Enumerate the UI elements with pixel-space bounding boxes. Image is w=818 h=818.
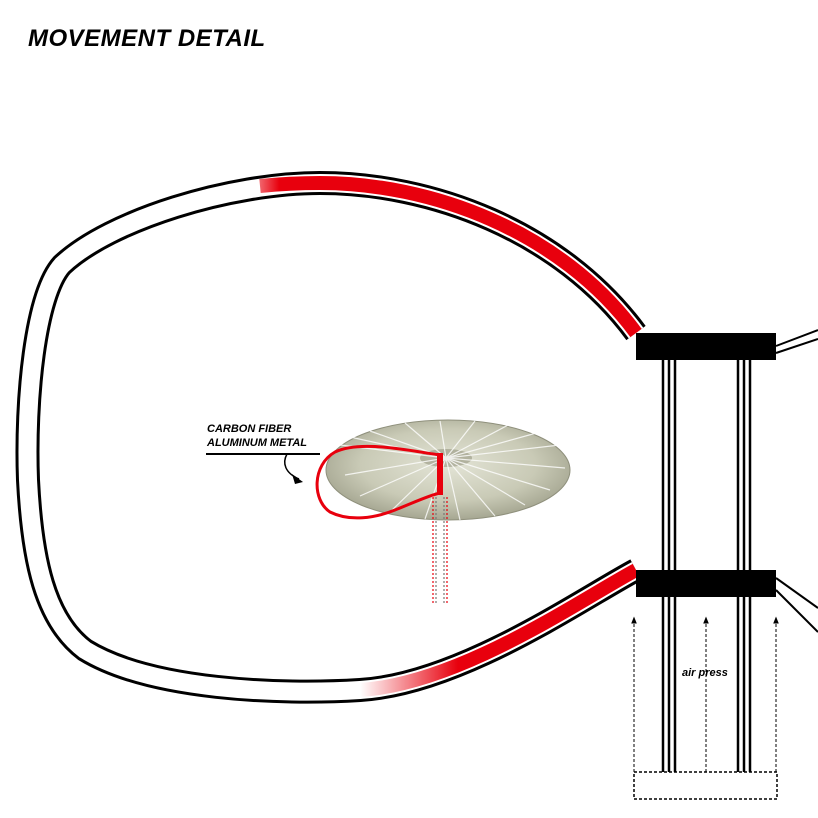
air-press-base <box>633 771 778 800</box>
material-label-arrow <box>284 453 300 480</box>
right-connector-upper <box>775 329 818 354</box>
torus-bearing <box>315 419 571 521</box>
torus-shaft <box>432 497 448 604</box>
outer-shell <box>15 171 646 704</box>
cross-section-bar <box>437 453 443 495</box>
page-title: MOVEMENT DETAIL <box>28 25 266 52</box>
cross-section-outline <box>315 444 442 520</box>
shell-highlight-top <box>259 175 642 338</box>
upper-clamp <box>636 333 776 360</box>
air-press-arrows <box>631 616 779 772</box>
lower-clamp <box>636 570 776 597</box>
material-arrowhead <box>292 474 303 484</box>
shell-highlight-bottom <box>359 563 640 697</box>
frame-rails <box>661 360 752 773</box>
material-label-line1: CARBON FIBER <box>207 423 291 435</box>
right-connector-lower <box>775 577 818 633</box>
air-press-label: air press <box>682 667 728 679</box>
material-label-line2: ALUMINUM METAL <box>206 437 307 449</box>
